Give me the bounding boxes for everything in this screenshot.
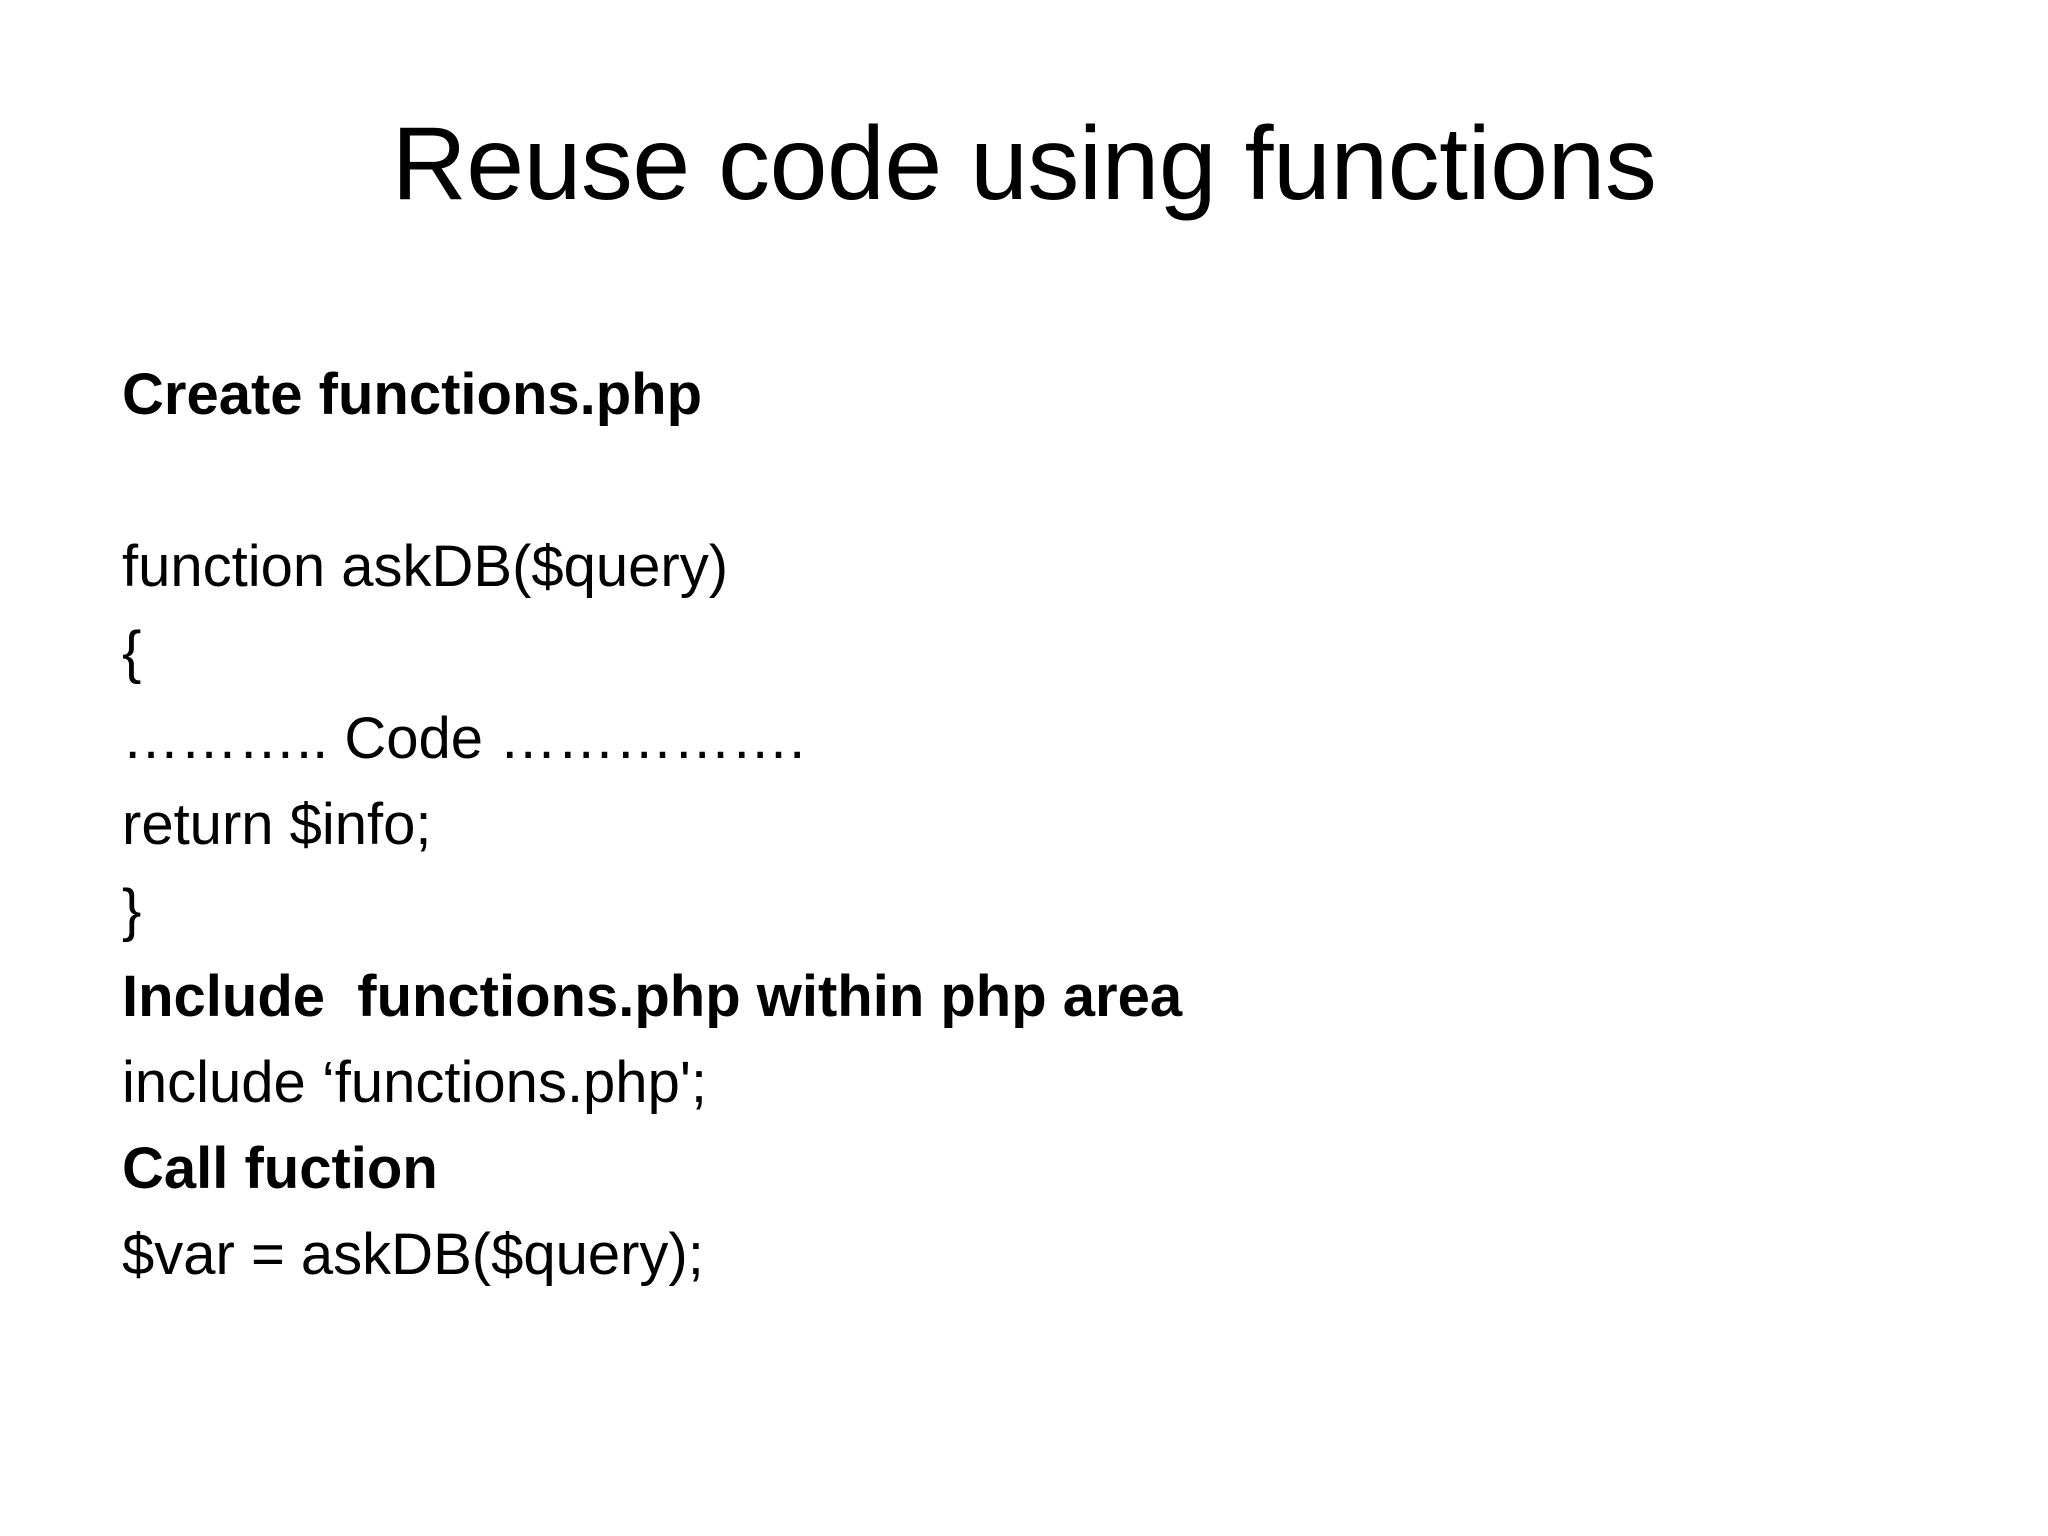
body-line-close-brace: }	[122, 878, 142, 943]
slide-body-text: Create functions.php function askDB($que…	[122, 352, 1942, 1298]
body-line-open-brace: {	[122, 620, 142, 685]
body-line-blank	[122, 438, 1942, 524]
body-line-code-placeholder: ……….. Code …………….	[122, 706, 806, 771]
body-line-call-function-heading: Call fuction	[122, 1136, 438, 1201]
slide-title: Reuse code using functions	[391, 106, 1657, 222]
body-line-function-declaration: function askDB($query)	[122, 534, 729, 599]
body-line-include-statement: include ‘functions.php';	[122, 1050, 708, 1115]
body-line-return-statement: return $info;	[122, 792, 432, 857]
body-line-include-heading: Include functions.php within php area	[122, 964, 1183, 1029]
body-line-call-statement: $var = askDB($query);	[122, 1222, 704, 1287]
body-line-create-functions-php: Create functions.php	[122, 362, 703, 427]
